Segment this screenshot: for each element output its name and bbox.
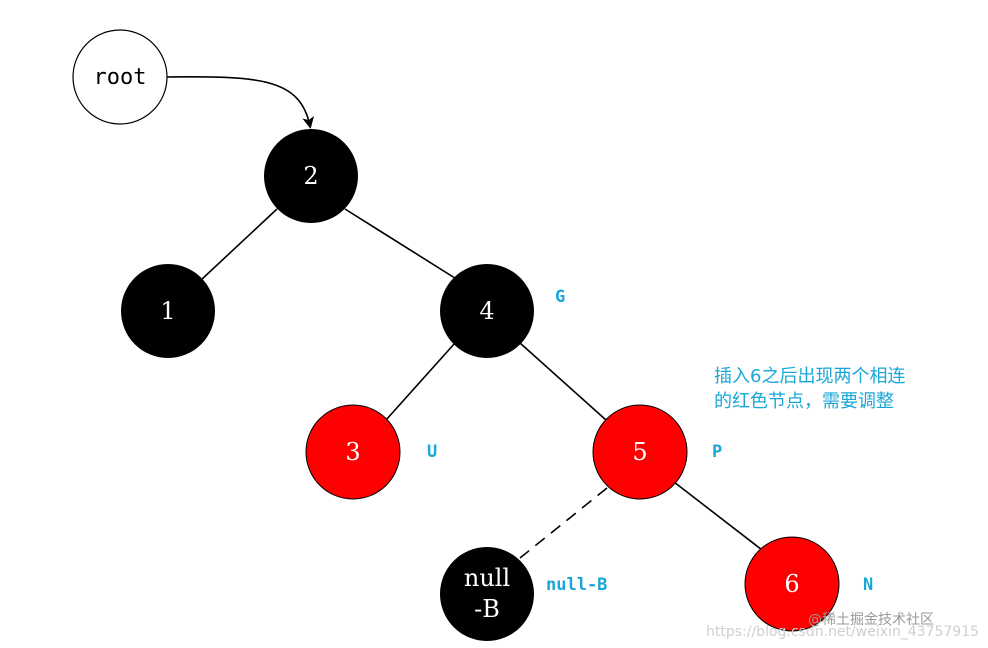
tag-n: N bbox=[863, 575, 873, 595]
edge-2-1 bbox=[200, 208, 278, 281]
node-3-label: 3 bbox=[345, 438, 360, 466]
edges bbox=[165, 76, 767, 559]
role-tags: G U P null-B N bbox=[427, 287, 873, 595]
watermark: https://blog.csdn.net/weixin_43757915 @稀… bbox=[706, 612, 979, 640]
note-line-2: 的红色节点，需要调整 bbox=[714, 391, 894, 412]
edge-5-null bbox=[519, 487, 608, 559]
node-1-label: 1 bbox=[160, 297, 175, 325]
root-label: root bbox=[94, 65, 147, 90]
tag-u: U bbox=[427, 442, 437, 462]
node-1: 1 bbox=[121, 264, 215, 358]
root-pointer-arrow bbox=[165, 76, 315, 129]
tag-p: P bbox=[712, 442, 722, 462]
node-2-label: 2 bbox=[303, 162, 318, 190]
node-5: 5 bbox=[592, 404, 688, 500]
watermark-main: @稀土掘金技术社区 bbox=[808, 612, 934, 628]
node-null-b-label-line2: -B bbox=[474, 595, 500, 623]
note-line-1: 插入6之后出现两个相连 bbox=[714, 366, 905, 387]
root-node: root bbox=[72, 29, 168, 125]
edge-4-3 bbox=[385, 342, 456, 421]
node-4: 4 bbox=[440, 264, 534, 358]
watermark-faint: https://blog.csdn.net/weixin_43757915 bbox=[706, 624, 979, 640]
node-6-label: 6 bbox=[784, 570, 799, 598]
node-5-label: 5 bbox=[632, 438, 647, 466]
node-null-b: null -B bbox=[440, 547, 534, 641]
node-null-b-label-line1: null bbox=[464, 564, 510, 592]
edge-2-4 bbox=[344, 208, 459, 281]
tag-null-b: null-B bbox=[546, 575, 607, 595]
node-6: 6 bbox=[744, 536, 840, 632]
annotation-note: 插入6之后出现两个相连 的红色节点，需要调整 bbox=[714, 366, 905, 412]
tag-g: G bbox=[555, 287, 565, 307]
edge-5-6 bbox=[673, 481, 767, 554]
node-3: 3 bbox=[305, 404, 401, 500]
node-4-label: 4 bbox=[479, 297, 494, 325]
edge-4-5 bbox=[519, 342, 607, 421]
node-2: 2 bbox=[264, 129, 358, 223]
